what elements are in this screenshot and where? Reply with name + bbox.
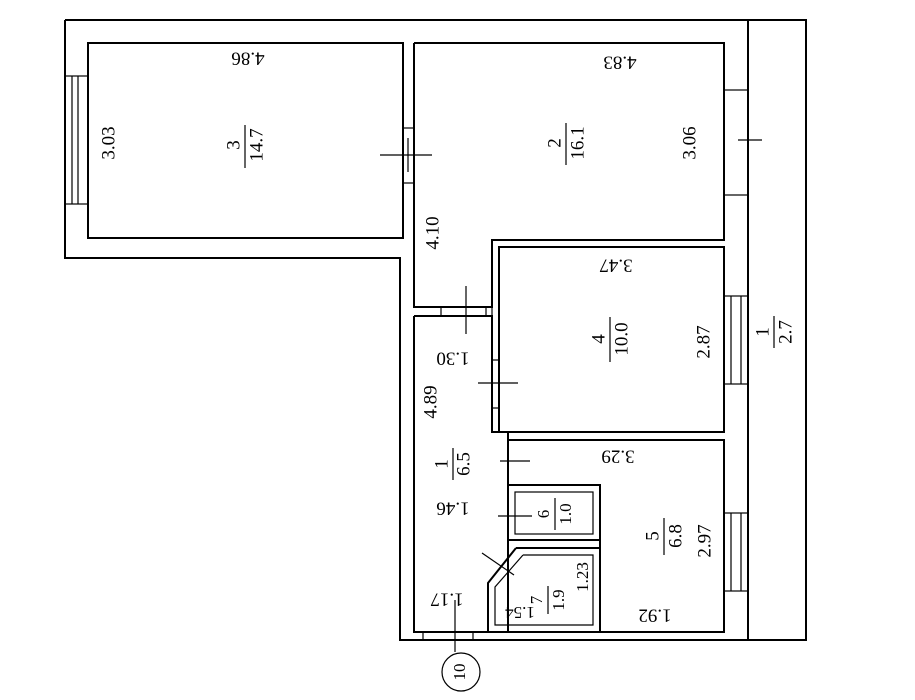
room-3-width: 3.03: [98, 126, 119, 159]
room-6-number: 6: [534, 510, 553, 519]
hallway-area: 6.5: [453, 452, 474, 476]
room-7-outline: [487, 547, 601, 633]
window-room-3: [64, 75, 89, 205]
window-room-5: [723, 512, 749, 592]
balcony-area: 2.7: [775, 320, 796, 344]
hallway-length: 4.89: [420, 385, 441, 418]
room-3-number: 3: [223, 140, 244, 150]
room-2-width: 3.06: [679, 126, 700, 159]
room-5-number: 5: [642, 531, 663, 541]
room-3-length-top: 4.86: [231, 48, 264, 69]
corridor-dimension: 1.17: [430, 589, 463, 610]
room-5-length-top: 3.29: [601, 446, 634, 467]
room-7-width: 1.23: [573, 562, 592, 592]
room-7-area: 1.9: [549, 589, 568, 610]
room-6-area: 1.0: [556, 503, 575, 524]
room-5-area: 6.8: [665, 524, 686, 548]
entrance-door: [422, 631, 474, 641]
outer-wall: [64, 19, 749, 641]
hallway-number: 1: [431, 459, 452, 469]
room-6-length: 1.46: [436, 498, 469, 519]
door-room-7-mark: [481, 552, 515, 576]
room-2-area: 16.1: [567, 126, 588, 159]
room-2-wall-length: 4.10: [422, 216, 443, 249]
balcony-number: 1: [752, 327, 773, 337]
room-5-length-bottom: 1.92: [638, 605, 671, 626]
entry-marker-number: 10: [450, 664, 469, 681]
room-6-inner: [514, 491, 594, 535]
room-6-outline: [507, 484, 601, 541]
door-room-4: [491, 359, 500, 409]
balcony-outline: [748, 19, 807, 641]
room-2-length-top: 4.83: [603, 52, 636, 73]
room-4-width: 2.87: [693, 325, 714, 358]
room-3-area: 14.7: [246, 128, 267, 161]
room-7-number: 7: [527, 595, 546, 604]
room-4-area: 10.0: [611, 322, 632, 355]
room-7-length: 1.54: [505, 603, 535, 622]
room-4-number: 4: [588, 334, 609, 344]
room-4-length-top: 3.47: [599, 255, 632, 276]
hallway-outline: [413, 315, 509, 633]
window-room-2: [723, 89, 749, 196]
entry-marker-circle: [441, 652, 481, 692]
room-2-outline: [413, 42, 725, 308]
window-room-4: [723, 295, 749, 385]
hallway-width: 1.30: [436, 348, 469, 369]
room-7-inner: [494, 554, 594, 626]
door-room-2: [440, 306, 487, 317]
room-5-width: 2.97: [694, 524, 715, 557]
room-2-number: 2: [544, 138, 565, 148]
